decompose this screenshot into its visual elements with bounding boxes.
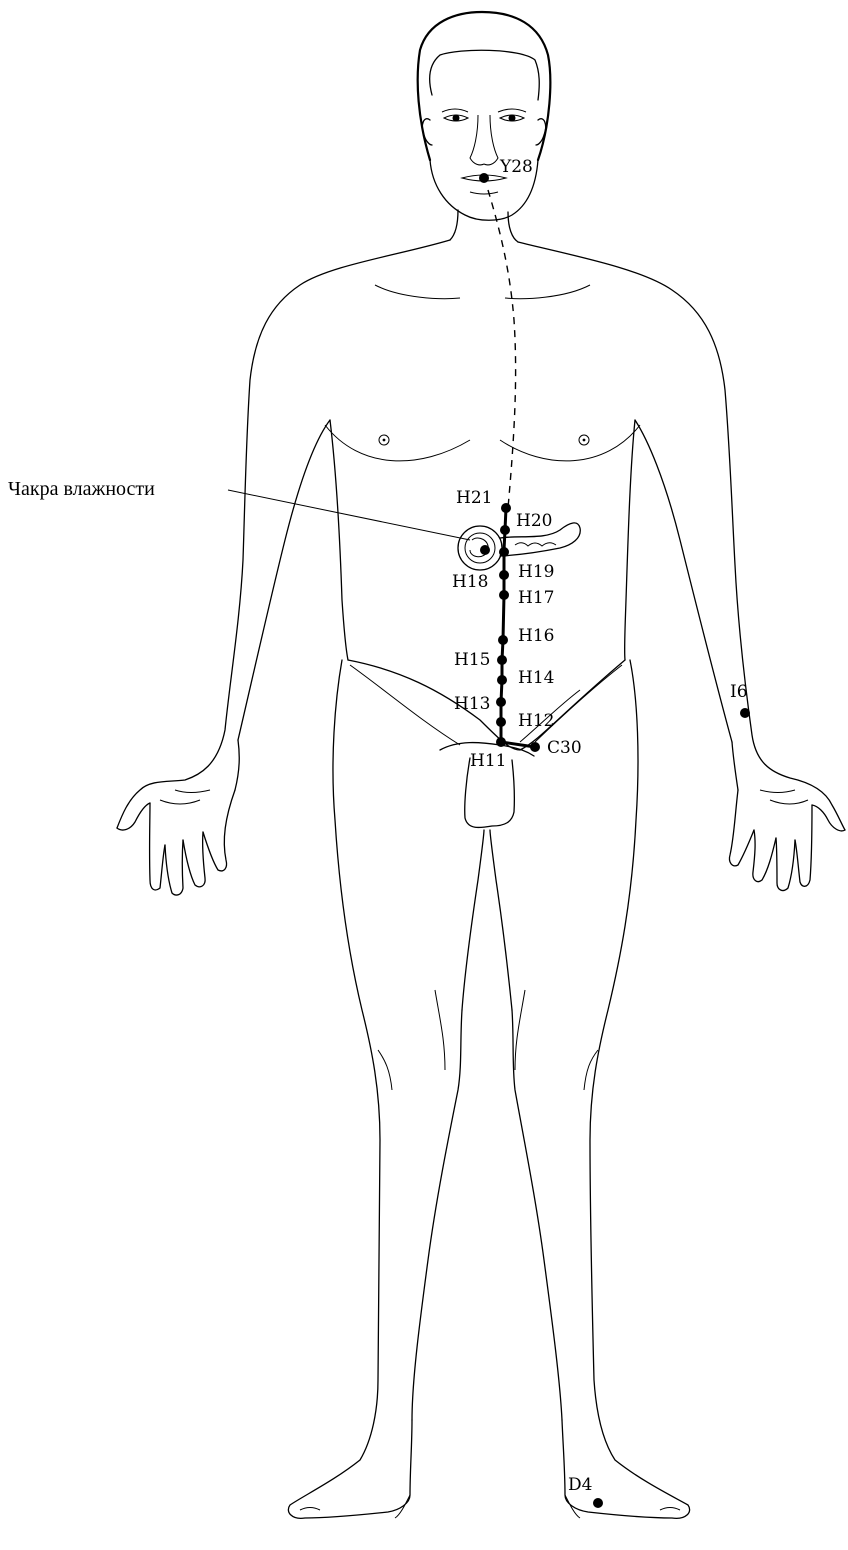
point-label-h14: H14 <box>518 668 554 688</box>
head <box>418 12 551 220</box>
chakra-caption: Чакра влажности <box>8 478 155 500</box>
point-label-c30: C30 <box>547 738 582 758</box>
point-d4: D4 <box>568 1475 603 1508</box>
point-h15: H15 <box>454 650 507 670</box>
point-h21: H21 <box>456 488 511 513</box>
point-h13: H13 <box>454 694 506 714</box>
point-label-h18: H18 <box>452 572 488 592</box>
point-label-h15: H15 <box>454 650 490 670</box>
point-label-h21: H21 <box>456 488 492 508</box>
point-h17: H17 <box>499 588 554 608</box>
dashed-meridian-path <box>488 190 516 508</box>
point-label-h16: H16 <box>518 626 554 646</box>
point-label-d4: D4 <box>568 1475 592 1495</box>
point-h16: H16 <box>498 626 554 646</box>
point-label-h17: H17 <box>518 588 554 608</box>
point-c30: C30 <box>530 738 582 758</box>
point-h20: H20 <box>500 511 552 535</box>
point-h19: H19 <box>499 562 554 582</box>
point-label-h12: H12 <box>518 711 554 731</box>
pelvis-and-legs <box>288 660 689 1518</box>
point-label-h13: H13 <box>454 694 490 714</box>
point-y28: Y28 <box>479 157 533 183</box>
point-label-h20: H20 <box>516 511 552 531</box>
point-h14: H14 <box>497 668 554 688</box>
point-label-y28: Y28 <box>499 157 533 177</box>
point-i6: I6 <box>730 682 750 718</box>
torso-and-arms <box>117 240 845 895</box>
point-label-i6: I6 <box>730 682 748 702</box>
chakra-leader-line <box>228 490 470 540</box>
point-label-h11: H11 <box>470 751 506 771</box>
point-label-h19: H19 <box>518 562 554 582</box>
point-h12: H12 <box>496 711 554 731</box>
